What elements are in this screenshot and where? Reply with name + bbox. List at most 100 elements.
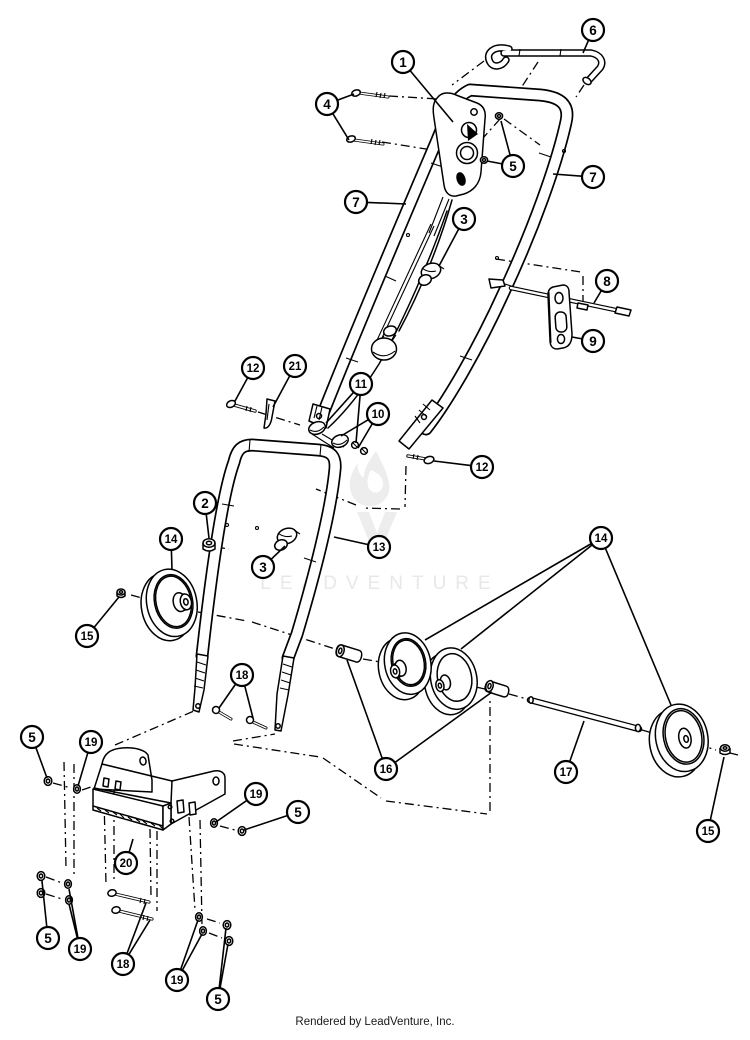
callout-circle[interactable]: [110, 951, 136, 977]
callout-20[interactable]: 20: [113, 838, 139, 876]
callout-4[interactable]: 4: [314, 91, 355, 141]
callout-12[interactable]: 12: [234, 355, 266, 402]
callout-19[interactable]: 19: [67, 888, 93, 962]
leader-line: [460, 544, 593, 650]
part-nut-5-topleft: [43, 775, 53, 787]
callout-circle[interactable]: [451, 206, 477, 232]
callout-17[interactable]: 17: [553, 720, 585, 785]
callout-circle[interactable]: [695, 818, 721, 844]
leader-line: [333, 536, 369, 546]
callout-18[interactable]: 18: [218, 662, 255, 719]
callout-5[interactable]: 5: [19, 724, 48, 779]
callout-15[interactable]: 15: [695, 756, 725, 844]
leader-line: [593, 290, 603, 304]
callout-number: 5: [294, 805, 302, 820]
callout-21[interactable]: 21: [272, 353, 308, 408]
part-nut-5-midright: [237, 825, 247, 837]
callout-circle[interactable]: [594, 268, 620, 294]
callout-number: 6: [589, 23, 597, 38]
callout-circle[interactable]: [285, 799, 311, 825]
callout-number: 15: [702, 826, 715, 838]
callout-circle[interactable]: [240, 355, 266, 381]
callout-circle[interactable]: [314, 91, 340, 117]
part-washers-19-bottomright: [194, 912, 208, 936]
callout-circle[interactable]: [366, 534, 392, 560]
leader-line: [126, 902, 147, 954]
callout-8[interactable]: 8: [593, 268, 620, 304]
callout-11[interactable]: 11: [325, 371, 374, 444]
callout-circle[interactable]: [365, 401, 391, 427]
callout-circle[interactable]: [35, 925, 61, 951]
callout-circle[interactable]: [500, 153, 526, 179]
callout-circle[interactable]: [243, 781, 269, 807]
callout-circle[interactable]: [164, 967, 190, 993]
callout-circle[interactable]: [19, 724, 45, 750]
leader-line: [424, 542, 592, 641]
callout-number: 5: [509, 159, 517, 174]
part-washer-19-midright: [209, 818, 219, 828]
leader-line: [571, 336, 583, 340]
callout-3[interactable]: 3: [438, 206, 477, 267]
callout-circle[interactable]: [113, 850, 139, 876]
callout-circle[interactable]: [192, 490, 218, 516]
footer-credit: Rendered by LeadVenture, Inc.: [295, 1016, 455, 1028]
callout-number: 9: [589, 334, 597, 349]
callout-circle[interactable]: [348, 371, 374, 397]
callout-circle[interactable]: [74, 623, 100, 649]
part-bolt-12-right: [406, 453, 435, 465]
callout-14[interactable]: 14: [424, 525, 672, 706]
callout-5[interactable]: 5: [243, 799, 311, 831]
callout-circle[interactable]: [580, 164, 606, 190]
callout-7[interactable]: 7: [552, 164, 606, 190]
leader-line: [270, 545, 286, 560]
callout-19[interactable]: 19: [77, 729, 104, 787]
callout-number: 21: [289, 361, 302, 373]
callout-16[interactable]: 16: [346, 659, 493, 782]
callout-3[interactable]: 3: [250, 545, 286, 580]
callout-circle[interactable]: [580, 328, 606, 354]
leader-line: [325, 391, 355, 424]
callout-2[interactable]: 2: [192, 490, 218, 539]
callout-5[interactable]: 5: [205, 927, 231, 1012]
callout-circle[interactable]: [205, 986, 231, 1012]
callout-number: 10: [372, 409, 385, 421]
callout-19[interactable]: 19: [215, 781, 269, 823]
leader-line: [709, 756, 725, 821]
callout-circle[interactable]: [580, 17, 606, 43]
callout-1[interactable]: 1: [390, 49, 454, 123]
callout-7[interactable]: 7: [343, 189, 407, 215]
leader-line: [409, 69, 454, 123]
callout-number: 12: [476, 462, 489, 474]
callout-15[interactable]: 15: [74, 596, 120, 649]
callout-circle[interactable]: [78, 729, 104, 755]
leader-line: [218, 927, 227, 989]
callout-number: 11: [355, 379, 368, 391]
callout-circle[interactable]: [343, 189, 369, 215]
callout-circle[interactable]: [588, 525, 614, 551]
part-clip-3-lower: [273, 527, 301, 551]
callout-9[interactable]: 9: [571, 328, 606, 354]
callout-circle[interactable]: [282, 353, 308, 379]
callout-12[interactable]: 12: [433, 454, 495, 480]
callout-circle[interactable]: [229, 662, 255, 688]
callout-5[interactable]: 5: [486, 120, 526, 179]
callout-18[interactable]: 18: [110, 902, 151, 977]
callout-circle[interactable]: [158, 526, 184, 552]
callout-5[interactable]: 5: [35, 880, 61, 951]
callout-14[interactable]: 14: [158, 526, 184, 571]
callout-circle[interactable]: [250, 554, 276, 580]
callout-number: 12: [247, 363, 260, 375]
callout-circle[interactable]: [469, 454, 495, 480]
callout-circle[interactable]: [373, 756, 399, 782]
callout-circle[interactable]: [553, 759, 579, 785]
callout-number: 16: [380, 764, 393, 776]
callout-13[interactable]: 13: [333, 534, 392, 560]
callout-6[interactable]: 6: [580, 17, 606, 54]
callout-number: 8: [603, 274, 611, 289]
callout-circle[interactable]: [67, 936, 93, 962]
callout-19[interactable]: 19: [164, 919, 203, 993]
leader-line: [68, 888, 79, 939]
callout-10[interactable]: 10: [340, 401, 391, 449]
callout-circle[interactable]: [390, 49, 416, 75]
